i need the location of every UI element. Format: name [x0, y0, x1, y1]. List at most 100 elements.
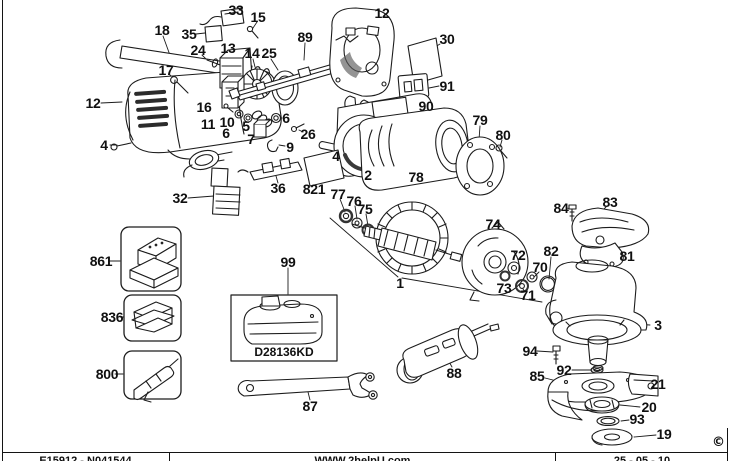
part-callout-93: 93 — [629, 411, 645, 427]
part-callout-14: 14 — [244, 45, 260, 61]
part-drawing-screw-15 — [246, 25, 259, 39]
part-callout-17: 17 — [158, 62, 174, 78]
part-callout-4: 4 — [100, 137, 108, 153]
part-drawing-flange-19 — [591, 428, 633, 446]
part-drawing-fasteners-cluster — [223, 103, 338, 153]
part-drawing-screw-4a — [110, 142, 132, 151]
part-callout-12: 12 — [85, 95, 101, 111]
part-drawing-gear-case — [545, 259, 648, 372]
part-callout-9: 9 — [286, 139, 294, 155]
part-callout-16: 16 — [196, 99, 212, 115]
kit-model-label: D28136KD — [254, 345, 314, 359]
part-drawing-armature — [338, 201, 463, 275]
part-callout-83: 83 — [602, 194, 618, 210]
part-callout-78: 78 — [408, 169, 424, 185]
part-callout-90: 90 — [418, 98, 434, 114]
part-drawing-rail-89 — [228, 61, 345, 101]
part-callout-82: 82 — [543, 243, 559, 259]
part-callout-71: 71 — [520, 287, 536, 303]
copyright-mark: © — [712, 435, 725, 450]
part-drawing-traybox-836 — [123, 294, 182, 342]
part-callout-20: 20 — [641, 399, 657, 415]
part-drawing-stator — [358, 107, 471, 191]
part-callout-99: 99 — [280, 254, 296, 270]
part-callout-92: 92 — [556, 362, 572, 378]
part-callout-85: 85 — [529, 368, 545, 384]
part-callout-84: 84 — [553, 200, 569, 216]
part-callout-73: 73 — [496, 280, 512, 296]
part-callout-33: 33 — [228, 2, 244, 18]
part-callout-800: 800 — [95, 366, 119, 382]
part-callout-6: 6 — [222, 125, 230, 141]
part-drawing-clamshell-housing — [329, 7, 395, 97]
part-callout-10: 10 — [219, 114, 235, 130]
part-callout-79: 79 — [472, 112, 488, 128]
part-callout-75: 75 — [357, 201, 373, 217]
part-callout-12: 12 — [374, 5, 390, 21]
part-drawing-bracket-16 — [221, 75, 245, 109]
part-callout-3: 3 — [654, 317, 662, 333]
part-drawing-wrench — [237, 372, 378, 400]
part-callout-5: 5 — [242, 118, 250, 134]
part-drawing-screw-94 — [552, 345, 561, 365]
footer-doc-number: E15912 - N041544 — [39, 455, 132, 461]
part-callout-2: 2 — [364, 167, 372, 183]
part-drawing-screw-84 — [568, 204, 577, 222]
page-border-right — [727, 428, 728, 461]
part-callout-30: 30 — [439, 31, 455, 47]
part-callout-32: 32 — [172, 190, 188, 206]
part-drawing-baffle — [461, 221, 529, 302]
part-callout-35: 35 — [181, 26, 197, 42]
part-drawing-greasegun-800 — [123, 350, 182, 403]
part-callout-11: 11 — [200, 116, 216, 132]
part-callout-13: 13 — [220, 40, 236, 56]
part-callout-1: 1 — [396, 275, 404, 291]
part-drawing-capacitor-33 — [199, 7, 245, 27]
part-drawing-guard — [547, 371, 659, 421]
part-callout-88: 88 — [446, 365, 462, 381]
part-callout-77: 77 — [330, 186, 346, 202]
part-callout-4: 4 — [332, 148, 340, 164]
part-drawing-pad-35 — [204, 25, 223, 43]
part-callout-74: 74 — [485, 216, 501, 232]
part-callout-836: 836 — [100, 309, 124, 325]
part-callout-80: 80 — [495, 127, 511, 143]
footer-date: 25 - 05 - 10 — [555, 453, 728, 461]
part-callout-87: 87 — [302, 398, 318, 414]
part-callout-21: 21 — [650, 376, 666, 392]
part-callout-89: 89 — [297, 29, 313, 45]
part-callout-25: 25 — [261, 45, 277, 61]
part-drawing-screw-80 — [495, 144, 508, 159]
part-callout-70: 70 — [532, 259, 548, 275]
part-callout-91: 91 — [439, 78, 455, 94]
part-callout-72: 72 — [510, 247, 526, 263]
part-drawing-kitbox-861 — [120, 226, 182, 292]
part-drawing-gear-cover — [571, 207, 650, 249]
part-drawing-bearing-plate — [455, 136, 505, 196]
part-drawing-flange-20 — [584, 396, 620, 414]
part-callout-821: 821 — [302, 181, 326, 197]
part-callout-26: 26 — [300, 126, 316, 142]
part-drawing-label-plate-30 — [407, 37, 443, 85]
part-callout-19: 19 — [656, 426, 672, 442]
part-drawing-ring-93 — [596, 415, 620, 427]
part-callout-36: 36 — [270, 180, 286, 196]
part-drawing-brush-rail — [237, 157, 303, 181]
part-callout-94: 94 — [522, 343, 538, 359]
part-callout-18: 18 — [154, 22, 170, 38]
part-drawing-kit-box — [230, 294, 338, 362]
part-callout-6: 6 — [282, 110, 290, 126]
part-callout-861: 861 — [89, 253, 113, 269]
footer-bar: E15912 - N041544 WWW.2helpU.com 25 - 05 … — [2, 452, 728, 461]
footer-website: WWW.2helpU.com — [169, 453, 555, 461]
part-callout-15: 15 — [250, 9, 266, 25]
part-callout-81: 81 — [619, 248, 635, 264]
part-callout-76: 76 — [346, 193, 362, 209]
page-border-left — [2, 0, 3, 461]
part-drawing-switch-assembly — [183, 149, 241, 216]
part-drawing-side-handle — [396, 323, 500, 384]
part-callout-24: 24 — [190, 42, 206, 58]
part-drawing-label-plate-821 — [303, 149, 345, 187]
